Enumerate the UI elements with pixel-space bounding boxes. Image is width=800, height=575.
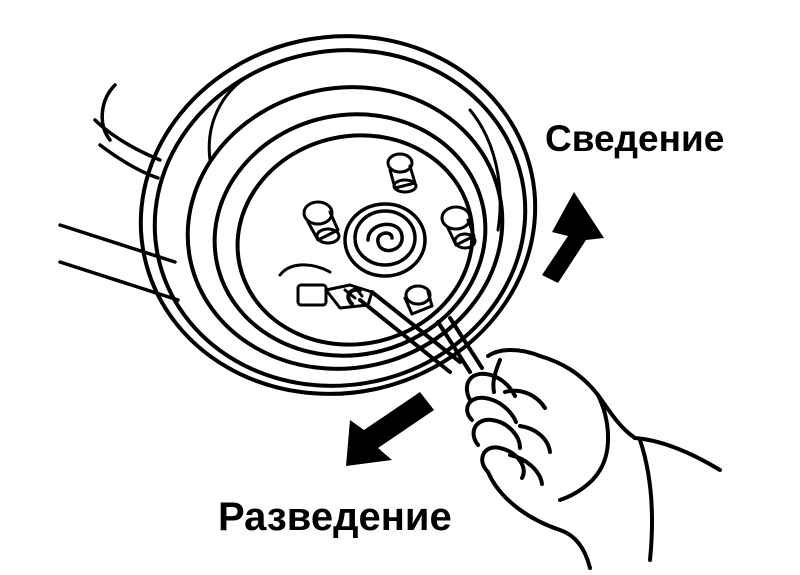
stud-left xyxy=(302,200,341,245)
label-loosen: Разведение xyxy=(218,495,452,539)
wheel-hub xyxy=(343,202,427,278)
stud-right xyxy=(440,205,477,250)
brake-drum xyxy=(138,34,538,396)
stud-top xyxy=(386,152,418,194)
arrow-down-left-icon xyxy=(346,392,434,466)
hand xyxy=(464,348,722,570)
arrow-up-icon xyxy=(542,192,604,283)
adjusting-tool xyxy=(346,287,484,374)
label-tighten: Сведение xyxy=(545,118,725,159)
wheel-studs xyxy=(302,152,477,250)
